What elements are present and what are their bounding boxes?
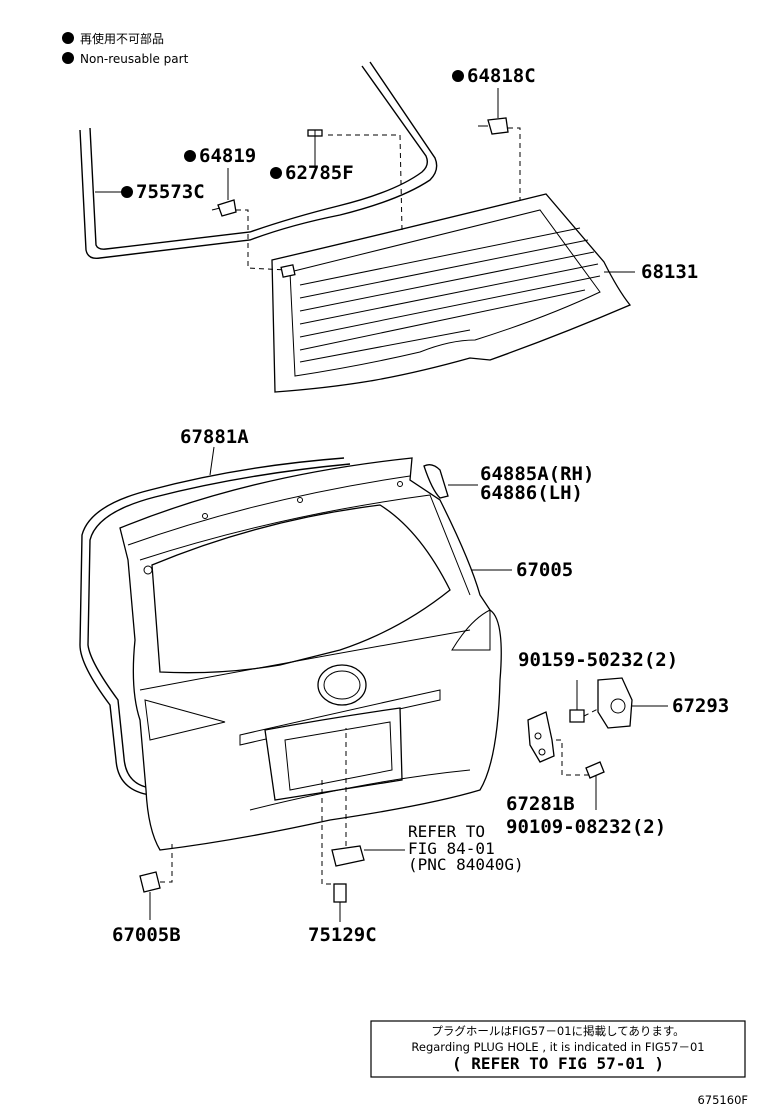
note-line-ja: プラグホールはFIG57－01に掲載してあります。 bbox=[431, 1024, 684, 1038]
non-reusable-dot-icon bbox=[270, 167, 282, 179]
refer-line-1: REFER TO bbox=[408, 822, 485, 841]
non-reusable-dot-icon bbox=[121, 186, 133, 198]
label-64886: 64886(LH) bbox=[480, 482, 583, 504]
hinge-67293 bbox=[597, 677, 668, 729]
refer-note: REFER TO FIG 84-01 (PNC 84040G) bbox=[408, 822, 524, 874]
back-glass-68131 bbox=[271, 193, 632, 393]
cushion-75129c bbox=[333, 883, 347, 922]
bolt-90159 bbox=[569, 680, 585, 723]
weatherstrip-75573c bbox=[79, 61, 438, 260]
label-90109-08232: 90109-08232(2) bbox=[506, 816, 666, 838]
weatherstrip-67881a bbox=[79, 457, 351, 796]
back-door-67005 bbox=[119, 457, 502, 851]
label-68131: 68131 bbox=[641, 261, 698, 283]
label-75573c: 75573C bbox=[136, 181, 205, 203]
garnish-64885a bbox=[423, 464, 478, 499]
non-reusable-dot-icon bbox=[452, 70, 464, 82]
clip-64818c bbox=[478, 117, 509, 135]
label-67005b: 67005B bbox=[112, 924, 181, 946]
note-line-en: Regarding PLUG HOLE , it is indicated in… bbox=[411, 1040, 704, 1054]
label-64885a: 64885A(RH) bbox=[480, 463, 594, 485]
label-67881a: 67881A bbox=[180, 426, 249, 448]
label-67005: 67005 bbox=[516, 559, 573, 581]
legend-line-en: Non-reusable part bbox=[80, 52, 189, 66]
label-90159-50232: 90159-50232(2) bbox=[518, 649, 678, 671]
refer-line-3: (PNC 84040G) bbox=[408, 855, 524, 874]
label-67281b: 67281B bbox=[506, 793, 575, 815]
non-reusable-dot-icon bbox=[62, 32, 74, 44]
label-62785f: 62785F bbox=[285, 162, 354, 184]
clip-64819 bbox=[211, 199, 237, 217]
legend-line-ja: 再使用不可部品 bbox=[80, 31, 164, 46]
non-reusable-dot-icon bbox=[62, 52, 74, 64]
license-lamp-84040g bbox=[331, 845, 405, 867]
plug-hole-note-box: プラグホールはFIG57－01に掲載してあります。 Regarding PLUG… bbox=[370, 1020, 746, 1078]
label-64818c: 64818C bbox=[467, 65, 536, 87]
note-line-ref: ( REFER TO FIG 57-01 ) bbox=[452, 1054, 664, 1073]
label-64819: 64819 bbox=[199, 145, 256, 167]
figure-id: 675160F bbox=[697, 1093, 748, 1107]
legend: 再使用不可部品 Non-reusable part bbox=[62, 31, 189, 66]
label-67293: 67293 bbox=[672, 695, 729, 717]
non-reusable-dot-icon bbox=[184, 150, 196, 162]
stopper-67005b bbox=[139, 871, 161, 920]
bolt-90109 bbox=[585, 761, 605, 810]
hinge-67281b bbox=[527, 711, 555, 763]
refer-line-2: FIG 84-01 bbox=[408, 839, 495, 858]
label-75129c: 75129C bbox=[308, 924, 377, 946]
